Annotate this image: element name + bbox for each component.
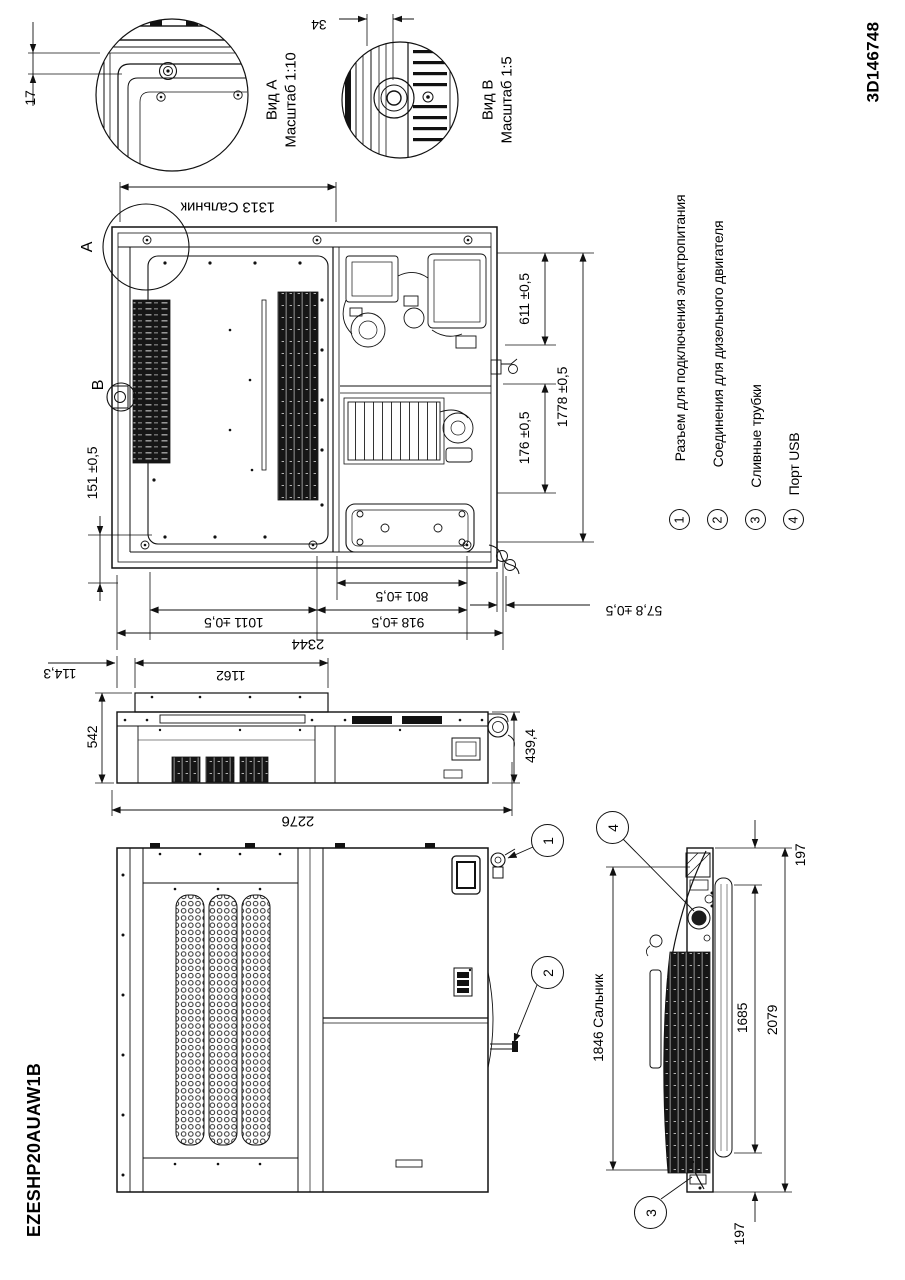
callout-3: 3 — [634, 1196, 667, 1229]
legend-item-1-number: 1 — [672, 516, 687, 523]
callout-3-number: 3 — [642, 1208, 659, 1217]
detail-a-view — [28, 18, 249, 172]
detail-b-dim-34: 34 — [311, 17, 327, 33]
view-marker-a: A — [79, 241, 96, 253]
legend-item-2-number: 2 — [710, 516, 725, 523]
model-code: EZESHP20AUAW1B — [24, 1062, 44, 1238]
dim-197-bottom: 197 — [731, 1222, 747, 1246]
legend-item-4-label: Порт USB — [786, 432, 802, 496]
plan-dimensions — [88, 182, 594, 650]
legend-item-1-label: Разъем для подключения электропитания — [672, 194, 688, 462]
legend-item-1-badge: 1 — [669, 509, 690, 530]
dim-2079: 2079 — [764, 1004, 780, 1036]
dim-918: 918 ±0,5 — [371, 615, 425, 631]
detail-b-title: Вид B — [479, 79, 497, 121]
legend-item-2-badge: 2 — [707, 509, 728, 530]
dim-439-4: 439,4 — [522, 728, 538, 764]
detail-a-scale: Масштаб 1:10 — [282, 52, 300, 148]
side-dimensions — [48, 656, 520, 816]
dim-1846-salnik: 1846 Сальник — [590, 974, 606, 1062]
dim-2344: 2344 — [291, 635, 325, 653]
dim-151: 151 ±0,5 — [84, 446, 100, 500]
detail-b-scale: Масштаб 1:5 — [498, 56, 516, 144]
dim-2276: 2276 — [281, 812, 315, 830]
dim-1685: 1685 — [734, 1002, 750, 1034]
view-marker-b: B — [90, 379, 107, 391]
callout-4: 4 — [596, 811, 629, 844]
detail-a-dim-17: 17 — [22, 90, 38, 106]
end-view — [622, 838, 733, 1200]
legend-item-3-label: Сливные трубки — [748, 384, 764, 488]
callout-4-number: 4 — [604, 823, 621, 832]
callout-2: 2 — [531, 956, 564, 989]
detail-b-view — [339, 14, 459, 159]
drawing-number: 3D146748 — [863, 21, 883, 103]
callout-2-number: 2 — [539, 968, 556, 977]
legend-item-3-number: 3 — [748, 516, 763, 523]
side-view — [116, 692, 515, 784]
dim-1162: 1162 — [216, 668, 246, 684]
detail-a-title: Вид A — [263, 79, 281, 121]
dim-176: 176 ±0,5 — [516, 411, 532, 465]
dim-1313-salnik: 1313 Сальник — [180, 198, 276, 216]
dim-114-3: 114,3 — [43, 666, 77, 682]
dim-542: 542 — [84, 725, 100, 749]
legend-item-2-label: Соединения для дизельного двигателя — [710, 220, 726, 468]
dim-197-top: 197 — [792, 843, 808, 867]
dim-1011: 1011 ±0,5 — [204, 615, 264, 631]
legend-item-3-badge: 3 — [745, 509, 766, 530]
end-dimensions — [606, 820, 792, 1222]
plan-view — [102, 203, 520, 575]
dim-801: 801 ±0,5 — [375, 589, 429, 605]
dim-57-8: 57,8 ±0,5 — [605, 603, 663, 619]
dim-1778: 1778 ±0,5 — [554, 366, 570, 428]
front-view — [116, 843, 538, 1193]
callout-1-number: 1 — [539, 836, 556, 845]
legend-item-4-number: 4 — [786, 516, 801, 523]
callout-1: 1 — [531, 824, 564, 857]
legend-item-4-badge: 4 — [783, 509, 804, 530]
dim-611: 611 ±0,5 — [516, 273, 532, 325]
